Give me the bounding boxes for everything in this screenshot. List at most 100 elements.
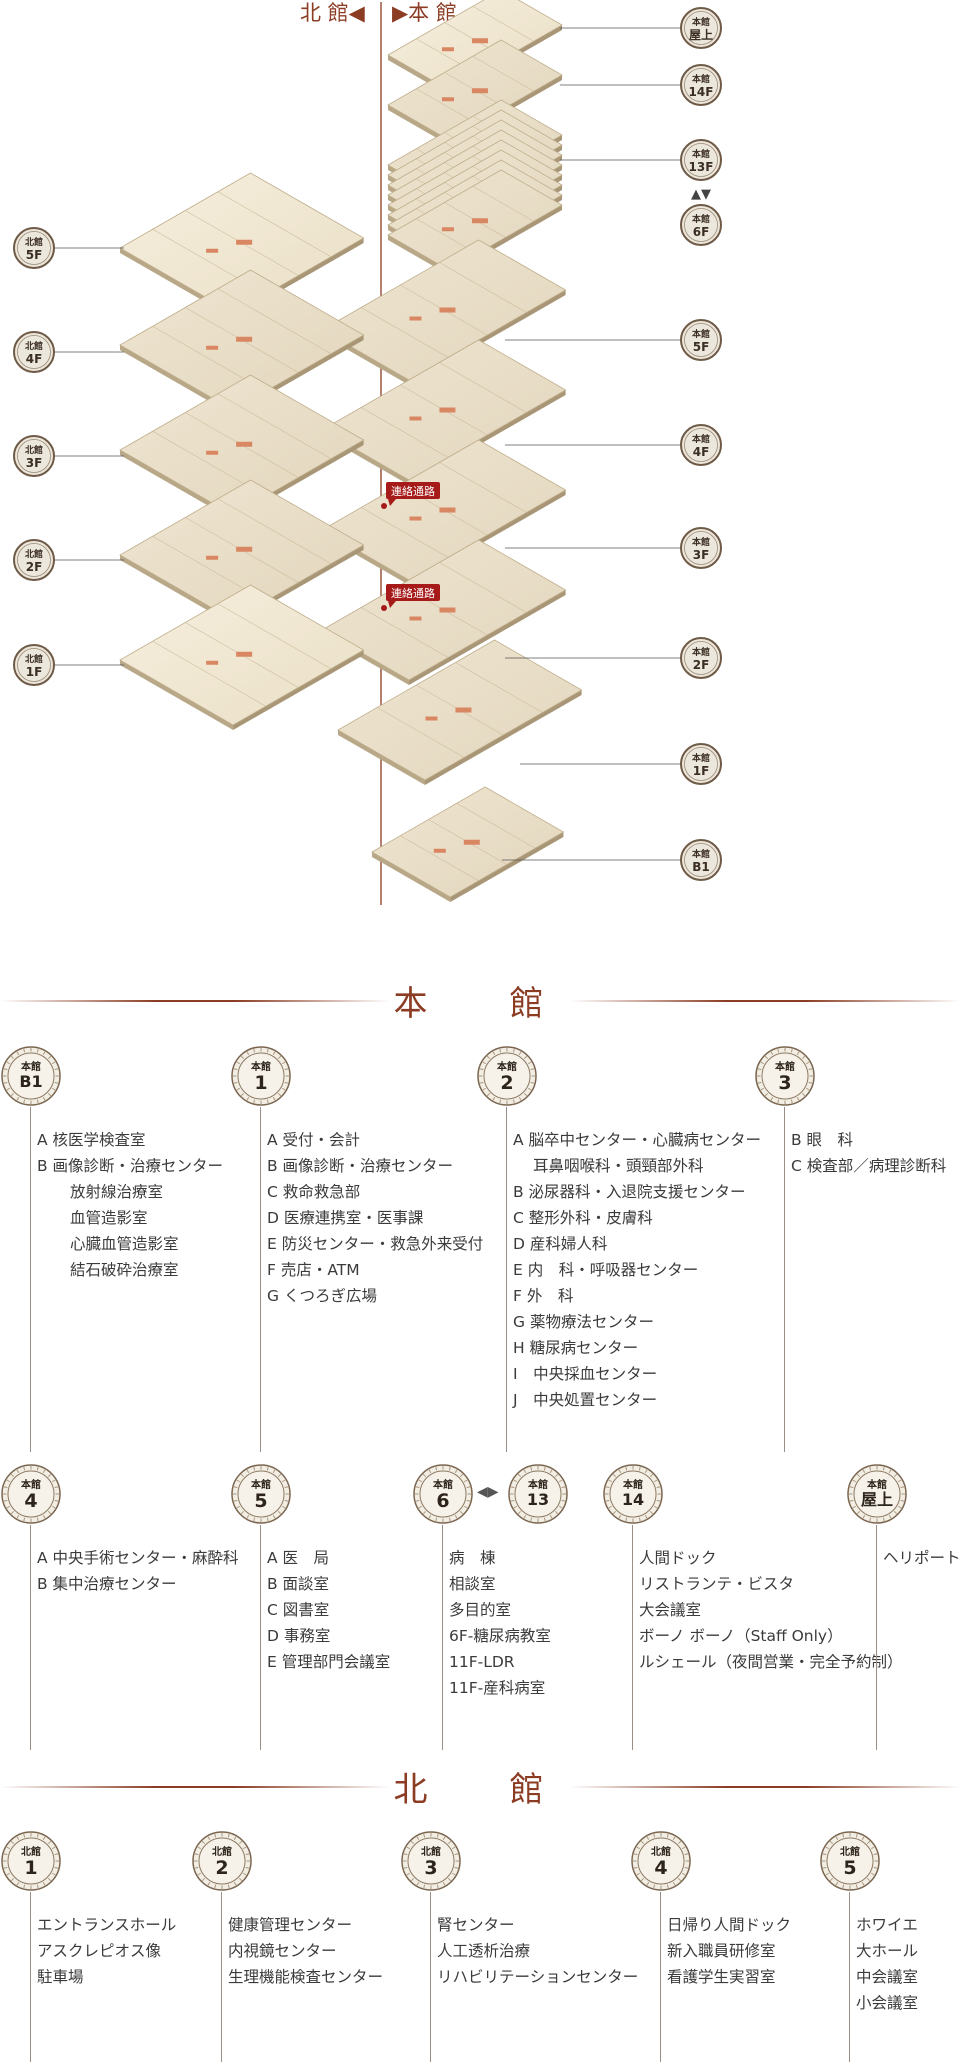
svg-text:本館: 本館 bbox=[21, 1060, 41, 1073]
floor-seal-icon: 本館3 bbox=[755, 1046, 815, 1106]
north-wing-label: 北 館◀ bbox=[300, 1, 366, 25]
floor-seal-icon: 本館2 bbox=[477, 1046, 537, 1106]
svg-text:2: 2 bbox=[215, 1857, 228, 1879]
department-item: C 整形外科・皮膚科 bbox=[513, 1209, 653, 1227]
department-item: B 集中治療センター bbox=[37, 1575, 177, 1593]
svg-text:2F: 2F bbox=[26, 560, 43, 574]
svg-text:5F: 5F bbox=[26, 248, 43, 262]
svg-text:14F: 14F bbox=[689, 85, 714, 99]
department-item: D 事務室 bbox=[267, 1627, 331, 1645]
department-item: D 産科婦人科 bbox=[513, 1235, 608, 1253]
svg-text:4F: 4F bbox=[26, 352, 43, 366]
divider-left bbox=[0, 1000, 390, 1002]
main-section-header: 本 館 bbox=[0, 970, 961, 1030]
floor-seal-icon: 北館3 bbox=[401, 1831, 461, 1891]
floor-department-list: 人間ドックリストランテ・ビスタ大会議室ボーノ ボーノ（Staff Only）ルシ… bbox=[639, 1545, 903, 1675]
svg-text:本館: 本館 bbox=[692, 848, 710, 860]
department-item: ルシェール（夜間営業・完全予約制） bbox=[639, 1653, 903, 1671]
department-item: ヘリポート bbox=[883, 1549, 961, 1567]
department-item: A 脳卒中センター・心臓病センター bbox=[513, 1131, 762, 1149]
department-item: B 眼 科 bbox=[791, 1131, 854, 1149]
department-item: 11F-LDR bbox=[449, 1653, 515, 1671]
floor-department-list: 腎センター人工透析治療リハビリテーションセンター bbox=[437, 1912, 638, 1990]
connector-label: 連絡通路 bbox=[391, 586, 435, 600]
svg-text:13: 13 bbox=[527, 1490, 549, 1509]
department-item: G 薬物療法センター bbox=[513, 1313, 654, 1331]
department-item: 心臓血管造影室 bbox=[70, 1235, 179, 1253]
department-item: ボーノ ボーノ（Staff Only） bbox=[639, 1627, 843, 1645]
svg-text:北館: 北館 bbox=[25, 444, 43, 456]
department-item: 血管造影室 bbox=[70, 1209, 148, 1227]
north-section-title: 北 館 bbox=[393, 1770, 568, 1810]
svg-text:北館: 北館 bbox=[651, 1845, 671, 1858]
svg-text:13F: 13F bbox=[689, 160, 714, 174]
svg-text:本館: 本館 bbox=[251, 1478, 271, 1491]
department-item: 人間ドック bbox=[639, 1549, 717, 1567]
svg-text:5: 5 bbox=[843, 1857, 856, 1879]
department-item: 新入職員研修室 bbox=[667, 1942, 776, 1960]
department-item: B 泌尿器科・入退院支援センター bbox=[513, 1183, 746, 1201]
department-item: A 受付・会計 bbox=[267, 1131, 361, 1149]
department-item: リストランテ・ビスタ bbox=[639, 1575, 795, 1593]
department-item: 腎センター bbox=[437, 1916, 515, 1934]
leader-lines bbox=[54, 27, 680, 861]
department-item: 駐車場 bbox=[37, 1968, 84, 1986]
svg-text:1: 1 bbox=[24, 1857, 37, 1879]
svg-text:本館: 本館 bbox=[497, 1060, 517, 1073]
floor-leader-line bbox=[849, 1892, 850, 2062]
department-item: 中会議室 bbox=[856, 1968, 919, 1986]
north-section-header: 北 館 bbox=[0, 1756, 961, 1816]
department-item: H 糖尿病センター bbox=[513, 1339, 639, 1357]
department-item: C 救命救急部 bbox=[267, 1183, 361, 1201]
floor-department-list: 健康管理センター内視鏡センター生理機能検査センター bbox=[228, 1912, 383, 1990]
svg-text:屋上: 屋上 bbox=[689, 27, 713, 42]
divider-right bbox=[570, 1786, 961, 1788]
department-item: 放射線治療室 bbox=[70, 1183, 164, 1201]
floor-leader-line bbox=[506, 1107, 507, 1452]
department-item: 看護学生実習室 bbox=[667, 1968, 776, 1986]
floor-seal-icon: 本館4 bbox=[1, 1464, 61, 1524]
divider-right bbox=[570, 1000, 961, 1002]
range-arrow-icon: ◀▶ bbox=[477, 1484, 499, 1500]
svg-text:本館: 本館 bbox=[21, 1478, 41, 1491]
svg-text:北館: 北館 bbox=[21, 1845, 41, 1858]
floor-seal-icon: 本館6 bbox=[413, 1464, 473, 1524]
floor-leader-line bbox=[660, 1892, 661, 2062]
department-item: 多目的室 bbox=[449, 1601, 512, 1619]
svg-text:2F: 2F bbox=[693, 658, 710, 672]
floor-leader-line bbox=[30, 1525, 31, 1750]
svg-text:本館: 本館 bbox=[867, 1478, 887, 1491]
department-item: ホワイエ bbox=[856, 1916, 918, 1934]
svg-text:本館: 本館 bbox=[692, 148, 710, 160]
svg-text:北館: 北館 bbox=[421, 1845, 441, 1858]
floor-leader-line bbox=[876, 1525, 877, 1750]
department-item: C 検査部／病理診断科 bbox=[791, 1157, 947, 1175]
department-item: 病 棟 bbox=[449, 1549, 496, 1567]
floor-leader-line bbox=[784, 1107, 785, 1452]
svg-text:14: 14 bbox=[622, 1490, 644, 1509]
floor-seal-icon: 北館5 bbox=[820, 1831, 880, 1891]
slab-main-1f bbox=[337, 639, 583, 785]
svg-text:本館: 本館 bbox=[692, 752, 710, 764]
floor-seal-icon: 本館5 bbox=[231, 1464, 291, 1524]
floor-leader-line bbox=[442, 1525, 443, 1750]
department-item: 生理機能検査センター bbox=[228, 1968, 384, 1986]
department-item: B 画像診断・治療センター bbox=[267, 1157, 454, 1175]
department-item: 内視鏡センター bbox=[228, 1942, 337, 1960]
svg-text:本館: 本館 bbox=[692, 536, 710, 548]
department-item: C 図書室 bbox=[267, 1601, 330, 1619]
department-item: 6F-糖尿病教室 bbox=[449, 1627, 551, 1645]
svg-text:6: 6 bbox=[436, 1490, 449, 1512]
svg-text:5: 5 bbox=[254, 1490, 267, 1512]
svg-text:3F: 3F bbox=[26, 456, 43, 470]
